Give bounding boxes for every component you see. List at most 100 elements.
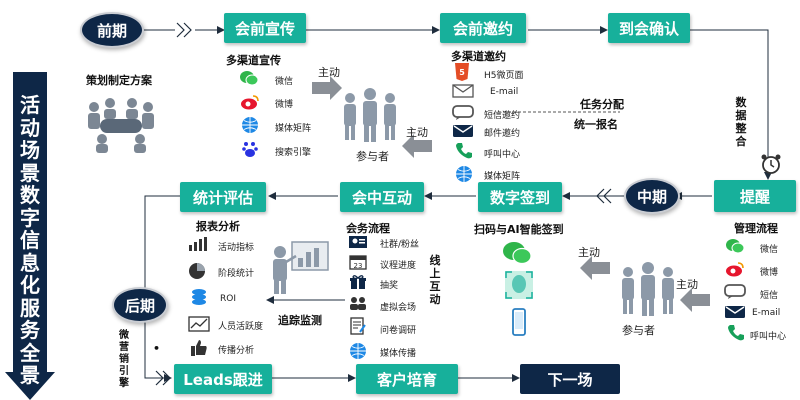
interact-item-community: 社群/粉丝 (380, 240, 420, 250)
invite-item-email: E-mail (490, 87, 519, 97)
promo-panel-title: 多渠道宣传 (226, 54, 281, 67)
sms-icon (452, 105, 474, 121)
participants-group-icon (344, 88, 396, 142)
signin-label: 扫码与AI智能签到 (474, 223, 564, 236)
svg-text:5: 5 (459, 68, 465, 77)
invite-item-sms: 短信邀约 (484, 111, 521, 121)
activity-icon (188, 316, 210, 332)
step-stats[interactable]: 统计评估 (180, 182, 266, 212)
svg-text:23: 23 (354, 262, 363, 270)
phase-mid-label: 中期 (636, 187, 667, 206)
phone-icon (455, 142, 473, 160)
wechat-icon (502, 240, 532, 266)
manage-item-weibo: 微博 (760, 268, 779, 278)
active-label-4: 主动 (676, 278, 698, 291)
promo-item-search: 搜索引擎 (275, 148, 312, 158)
mobile-phone-icon (512, 308, 526, 336)
mail-invite-icon (452, 124, 474, 138)
presenter-board-icon (273, 241, 329, 294)
interact-item-lottery: 抽奖 (380, 281, 399, 291)
participants-label-mid: 参与者 (622, 324, 655, 337)
survey-icon (349, 317, 367, 335)
weibo-icon (725, 261, 745, 277)
manage-item-email: E-mail (752, 308, 781, 318)
step-next-label: 下一场 (547, 370, 593, 389)
alarm-clock-icon (761, 154, 781, 174)
wechat-engine-label: 微营销引擎 (119, 330, 129, 389)
step-remind-label: 提醒 (739, 187, 770, 206)
step-signin[interactable]: 数字签到 (478, 182, 562, 212)
step-confirm[interactable]: 到会确认 (608, 13, 690, 43)
phase-pre-label: 前期 (96, 21, 127, 40)
bullet-dot: • (153, 342, 161, 355)
active-label-1: 主动 (318, 66, 340, 79)
report-item-metrics: 活动指标 (218, 243, 255, 253)
globe-icon (349, 342, 367, 360)
step-leads[interactable]: Leads跟进 (174, 364, 272, 394)
step-stats-label: 统计评估 (192, 188, 253, 207)
phase-post[interactable]: 后期 (112, 287, 168, 323)
promo-item-wechat: 微信 (275, 77, 294, 87)
globe-icon (241, 116, 259, 134)
step-promo-label: 会前宣传 (234, 19, 295, 38)
gift-icon (349, 274, 367, 290)
phase-post-label: 后期 (124, 296, 155, 315)
report-item-spread: 传播分析 (218, 346, 255, 356)
step-confirm-label: 到会确认 (618, 19, 679, 38)
manage-panel-title: 管理流程 (734, 222, 778, 235)
interact-item-agenda: 议程进度 (380, 261, 417, 271)
banner-title: 活动场景数字信息化服务全景 (20, 93, 40, 387)
pie-chart-icon (188, 262, 206, 280)
task-label-assign: 任务分配 (580, 98, 624, 111)
thumbs-up-icon (190, 339, 208, 357)
phone-icon (727, 324, 745, 342)
step-nurture[interactable]: 客户培育 (356, 364, 458, 394)
manage-item-callcenter: 呼叫中心 (750, 332, 787, 342)
data-integrate-label: 数据整合 (735, 96, 747, 148)
report-item-activity: 人员活跃度 (218, 322, 264, 332)
participants-group-icon (622, 262, 674, 316)
coins-icon (190, 288, 208, 308)
step-signin-label: 数字签到 (489, 188, 550, 207)
envelope-outline-icon (452, 84, 474, 98)
task-label-register: 统一报名 (574, 118, 618, 131)
active-label-2: 主动 (406, 126, 428, 139)
track-label: 追踪监测 (278, 314, 322, 327)
step-nurture-label: 客户培育 (376, 370, 437, 389)
report-item-stage: 阶段统计 (218, 269, 255, 279)
phase-mid[interactable]: 中期 (624, 178, 680, 214)
globe-icon (455, 165, 473, 183)
interact-item-media: 媒体传播 (380, 349, 417, 359)
step-invite-label: 会前邀约 (452, 19, 513, 38)
html5-icon: 5 (454, 63, 470, 81)
baidu-icon (241, 140, 259, 158)
invite-panel-title: 多渠道邀约 (451, 50, 506, 63)
manage-item-wechat: 微信 (760, 245, 779, 255)
wechat-icon (726, 238, 744, 254)
step-interact[interactable]: 会中互动 (340, 182, 424, 212)
invite-item-mail: 邮件邀约 (484, 129, 521, 139)
phase-pre[interactable]: 前期 (80, 12, 144, 48)
face-recognition-icon (504, 270, 534, 300)
invite-item-h5: H5微页面 (484, 71, 524, 81)
banner-arrow (5, 72, 55, 400)
online-interact-label: 线上互动 (429, 254, 441, 306)
sms-icon (724, 284, 746, 300)
promo-item-media: 媒体矩阵 (275, 124, 312, 134)
bar-chart-icon (188, 236, 208, 252)
step-invite[interactable]: 会前邀约 (440, 13, 526, 43)
step-remind[interactable]: 提醒 (714, 180, 796, 212)
meeting-icon (88, 98, 154, 153)
step-leads-label: Leads跟进 (183, 370, 263, 389)
report-item-roi: ROI (220, 294, 236, 304)
invite-item-media: 媒体矩阵 (484, 172, 521, 182)
virtual-venue-icon (348, 295, 368, 311)
active-label-3: 主动 (578, 246, 600, 259)
step-interact-label: 会中互动 (351, 188, 412, 207)
weibo-icon (240, 94, 260, 110)
interact-panel-title: 会务流程 (346, 222, 390, 235)
report-panel-title: 报表分析 (196, 220, 240, 233)
step-next[interactable]: 下一场 (520, 364, 620, 394)
step-promo[interactable]: 会前宣传 (224, 13, 306, 43)
participants-label-top: 参与者 (356, 150, 389, 163)
